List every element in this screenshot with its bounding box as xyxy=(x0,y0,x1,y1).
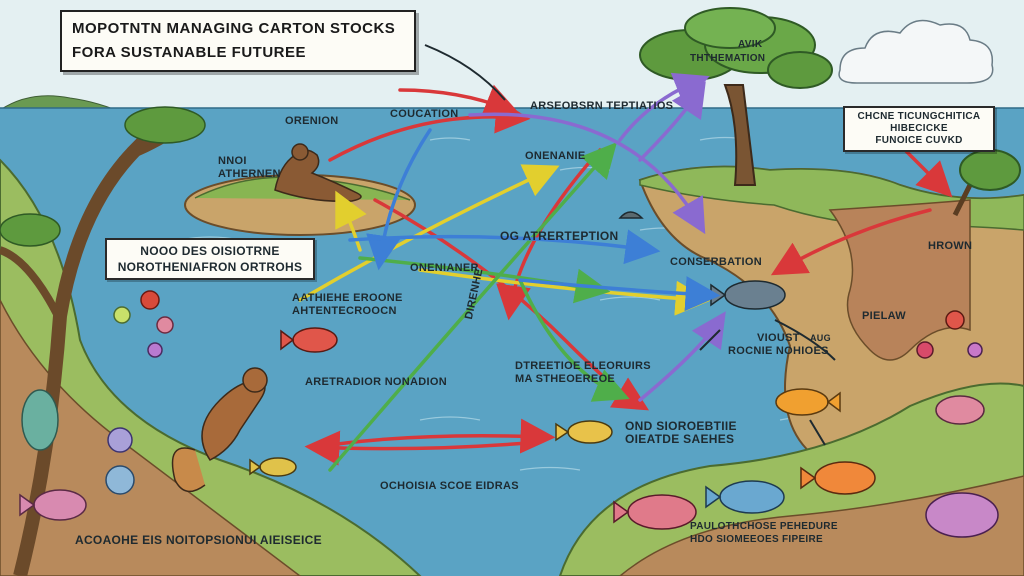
title-line-2: FORA SUSTANABLE FUTUREE xyxy=(72,44,306,61)
label-bottom-left: ACOAOHE EIS NOITOPSIONUI AIEISEICE xyxy=(75,533,322,547)
label-dtreeti-2: MA STHEOEREOE xyxy=(515,373,616,385)
label-middle-center: OG ATRERTEPTION xyxy=(500,229,619,243)
arrow-red-8 xyxy=(903,148,953,198)
right-info-box: CHCNE TICUNGCHITICA HIBECICKE FUNOICE CU… xyxy=(843,106,995,152)
arrow-red-6 xyxy=(313,418,556,454)
tree-label-2: THTHEMATION xyxy=(690,53,766,64)
arrow-red-5 xyxy=(770,208,932,276)
arrow-red-7 xyxy=(304,430,542,466)
yellow-fish-icon xyxy=(555,420,613,444)
squirrel-icon xyxy=(171,367,268,493)
cloud xyxy=(838,19,994,84)
arrow-green-2 xyxy=(518,278,630,402)
label-pielaw: PIELAW xyxy=(862,310,906,322)
label-aretradior: ARETRADIOR NONADION xyxy=(305,376,447,388)
orange-fish-icon xyxy=(775,388,841,416)
label-bottom-right: PAULOTHCHOSE PEHEDURE HDO SIOMEEOES FIPE… xyxy=(690,520,838,546)
small-fish-left-icon xyxy=(249,457,297,477)
arrow-green-1 xyxy=(328,142,617,472)
small-tree-icon xyxy=(952,149,1021,217)
label-athiehe-1: AATHIEHE EROONE xyxy=(292,292,403,304)
striped-fish-icon xyxy=(800,461,876,495)
arrow-yellow-2 xyxy=(418,268,711,316)
arrow-red-2 xyxy=(398,84,520,118)
label-bottom-right-1: PAULOTHCHOSE PEHEDURE xyxy=(690,521,838,532)
black-pointer-arrows xyxy=(424,44,836,446)
flow-arrows xyxy=(298,72,953,472)
label-onenanie: ONENANIE xyxy=(525,150,586,162)
label-arrow-top: ARSEOBSRN TEPTIATIOS xyxy=(530,100,674,112)
label-athiehe: AATHIEHE EROONE AHTENTECROOCN xyxy=(292,292,403,318)
right-box-line-1: CHCNE TICUNGCHITICA xyxy=(857,111,981,122)
label-hrown: HROWN xyxy=(928,240,973,252)
label-conservation: CONSERBATION xyxy=(670,256,763,268)
label-ond-1: OND SIOROEBTIIE xyxy=(625,419,737,433)
right-flowers xyxy=(916,310,985,425)
arrow-purple-4 xyxy=(638,81,706,162)
arrow-blue-1 xyxy=(366,128,432,271)
label-nnoi-1: NNOI xyxy=(218,155,247,167)
label-coucation: COUCATION xyxy=(390,108,459,120)
left-plants xyxy=(21,290,174,495)
label-ond-2: OIEATDE SAEHES xyxy=(625,432,735,446)
arrow-yellow-3 xyxy=(335,190,367,252)
arrow-yellow-1 xyxy=(298,164,560,302)
left-box-line-2: NOROTHENIAFRON ORTROHS xyxy=(117,260,303,274)
right-box-line-2: HIBECICKE xyxy=(890,123,948,134)
label-dtreeti-1: DTREETIOE ELEORUIRS xyxy=(515,360,651,372)
label-athiehe-2: AHTENTECROOCN xyxy=(292,305,397,317)
label-aug: AUG xyxy=(810,333,831,343)
label-vioust: VIOUST ROCNIE NOHIOES xyxy=(728,332,829,358)
left-info-box: NOOO DES OISIOTRNE NOROTHENIAFRON ORTROH… xyxy=(105,238,315,280)
title-line-1: MOPOTNTN MANAGING CARTON STOCKS xyxy=(72,20,396,37)
left-box-line-1: NOOO DES OISIOTRNE xyxy=(140,244,280,258)
pink-fish-left-icon xyxy=(19,489,87,521)
label-vioust-2: ROCNIE NOHIOES xyxy=(728,345,829,357)
red-fish-icon xyxy=(280,327,338,353)
label-vioust-1: VIOUST xyxy=(757,332,800,344)
right-box-line-3: FUNOICE CUVKD xyxy=(875,135,963,146)
label-orenion: ORENION xyxy=(285,115,339,127)
pink-fish-bottom-icon xyxy=(613,494,697,530)
label-ochoisa: OCHOISIA SCOE EIDRAS xyxy=(380,480,519,492)
title-box: MOPOTNTN MANAGING CARTON STOCKS FORA SUS… xyxy=(60,10,416,72)
tree-icon xyxy=(639,7,833,186)
label-onenianer: ONENIANER xyxy=(410,262,479,274)
arrow-blue-3 xyxy=(348,229,661,265)
blue-fish-icon xyxy=(705,480,785,514)
purple-fish-icon xyxy=(925,492,999,538)
arrow-purple-2 xyxy=(468,112,706,235)
tree-label-1: AVIK xyxy=(738,39,763,50)
label-ond: OND SIOROEBTIIE OIEATDE SAEHES xyxy=(625,420,737,446)
label-bottom-right-2: HDO SIOMEEOES FIPEIRE xyxy=(690,534,823,545)
rock-icon xyxy=(618,211,644,219)
label-nnoi-2: ATHERNEN xyxy=(218,168,281,180)
label-dtreeti: DTREETIOE ELEORUIRS MA STHEOEREOE xyxy=(515,360,651,386)
cliff-face xyxy=(828,199,971,361)
label-nnoi: NNOI ATHERNEN xyxy=(218,155,281,181)
arrow-purple-3 xyxy=(638,311,726,402)
arrow-blue-2 xyxy=(518,276,721,312)
